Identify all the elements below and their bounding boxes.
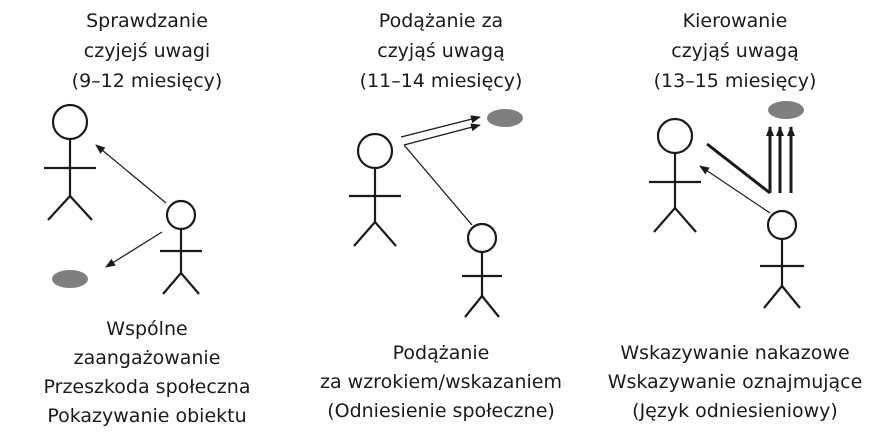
title-line: czyjąś uwagą [671, 40, 799, 62]
child-figure [160, 199, 202, 295]
panel-title: Sprawdzanie czyjejś uwagi (9–12 miesięcy… [0, 6, 294, 96]
title-line: Sprawdzanie [86, 10, 208, 32]
diagram-directing-attention [649, 101, 804, 309]
adult-figure [349, 132, 401, 247]
gaze-arrow-adult-to-object [400, 115, 481, 138]
caption-line: Podążanie [392, 342, 490, 364]
object-ellipse [768, 101, 804, 119]
caption-line: Wskazywanie nakazowe [620, 342, 850, 364]
panel-caption: Wskazywanie nakazowe Wskazywanie oznajmu… [588, 339, 882, 426]
title-line: (13–15 miesięcy) [653, 70, 817, 92]
diagram-checking-attention [44, 103, 202, 295]
adult-gaze-line [706, 142, 771, 195]
caption-line: (Język odniesieniowy) [632, 400, 838, 422]
diagram-following-attention [349, 109, 523, 318]
adult-figure [649, 117, 701, 233]
title-line: czyjejś uwagi [83, 40, 211, 62]
title-line: Podążanie za [378, 10, 504, 32]
gaze-arrow-child-to-adult [699, 165, 771, 214]
panel-title: Kierowanie czyjąś uwagą (13–15 miesięcy) [588, 6, 882, 96]
caption-line: Przeszkoda społeczna [43, 376, 251, 398]
caption-line: (Odniesienie społeczne) [327, 400, 555, 422]
caption-line: Wskazywanie oznajmujące [607, 371, 863, 393]
panel-directing-attention: Kierowanie czyjąś uwagą (13–15 miesięcy) [588, 0, 882, 437]
gaze-arrow-to-adult [95, 144, 167, 204]
title-line: Kierowanie [682, 10, 788, 32]
panel-title: Podążanie za czyjąś uwagą (11–14 miesięc… [294, 6, 588, 96]
child-figure [760, 209, 804, 309]
gaze-arrow-child-to-object [403, 123, 481, 146]
gaze-line-adult-child [403, 144, 473, 226]
caption-line: Pokazywanie obiektu [47, 405, 247, 427]
title-line: czyjąś uwagą [377, 40, 505, 62]
caption-line: zaangażowanie [73, 347, 221, 369]
gaze-arrow-to-object [105, 231, 163, 268]
panel-caption: Wspólne zaangażowanie Przeszkoda społecz… [0, 315, 294, 431]
object-ellipse [487, 109, 523, 127]
caption-line: za wzrokiem/wskazaniem [320, 371, 562, 393]
object-ellipse [52, 270, 88, 288]
child-figure [462, 222, 502, 318]
title-line: (11–14 miesięcy) [359, 70, 523, 92]
panel-checking-attention: Sprawdzanie czyjejś uwagi (9–12 miesięcy… [0, 0, 294, 437]
caption-line: Wspólne [106, 318, 188, 340]
panel-caption: Podążanie za wzrokiem/wskazaniem (Odnies… [294, 339, 588, 426]
adult-figure [44, 103, 96, 221]
title-line: (9–12 miesięcy) [71, 70, 223, 92]
panel-following-attention: Podążanie za czyjąś uwagą (11–14 miesięc… [294, 0, 588, 437]
